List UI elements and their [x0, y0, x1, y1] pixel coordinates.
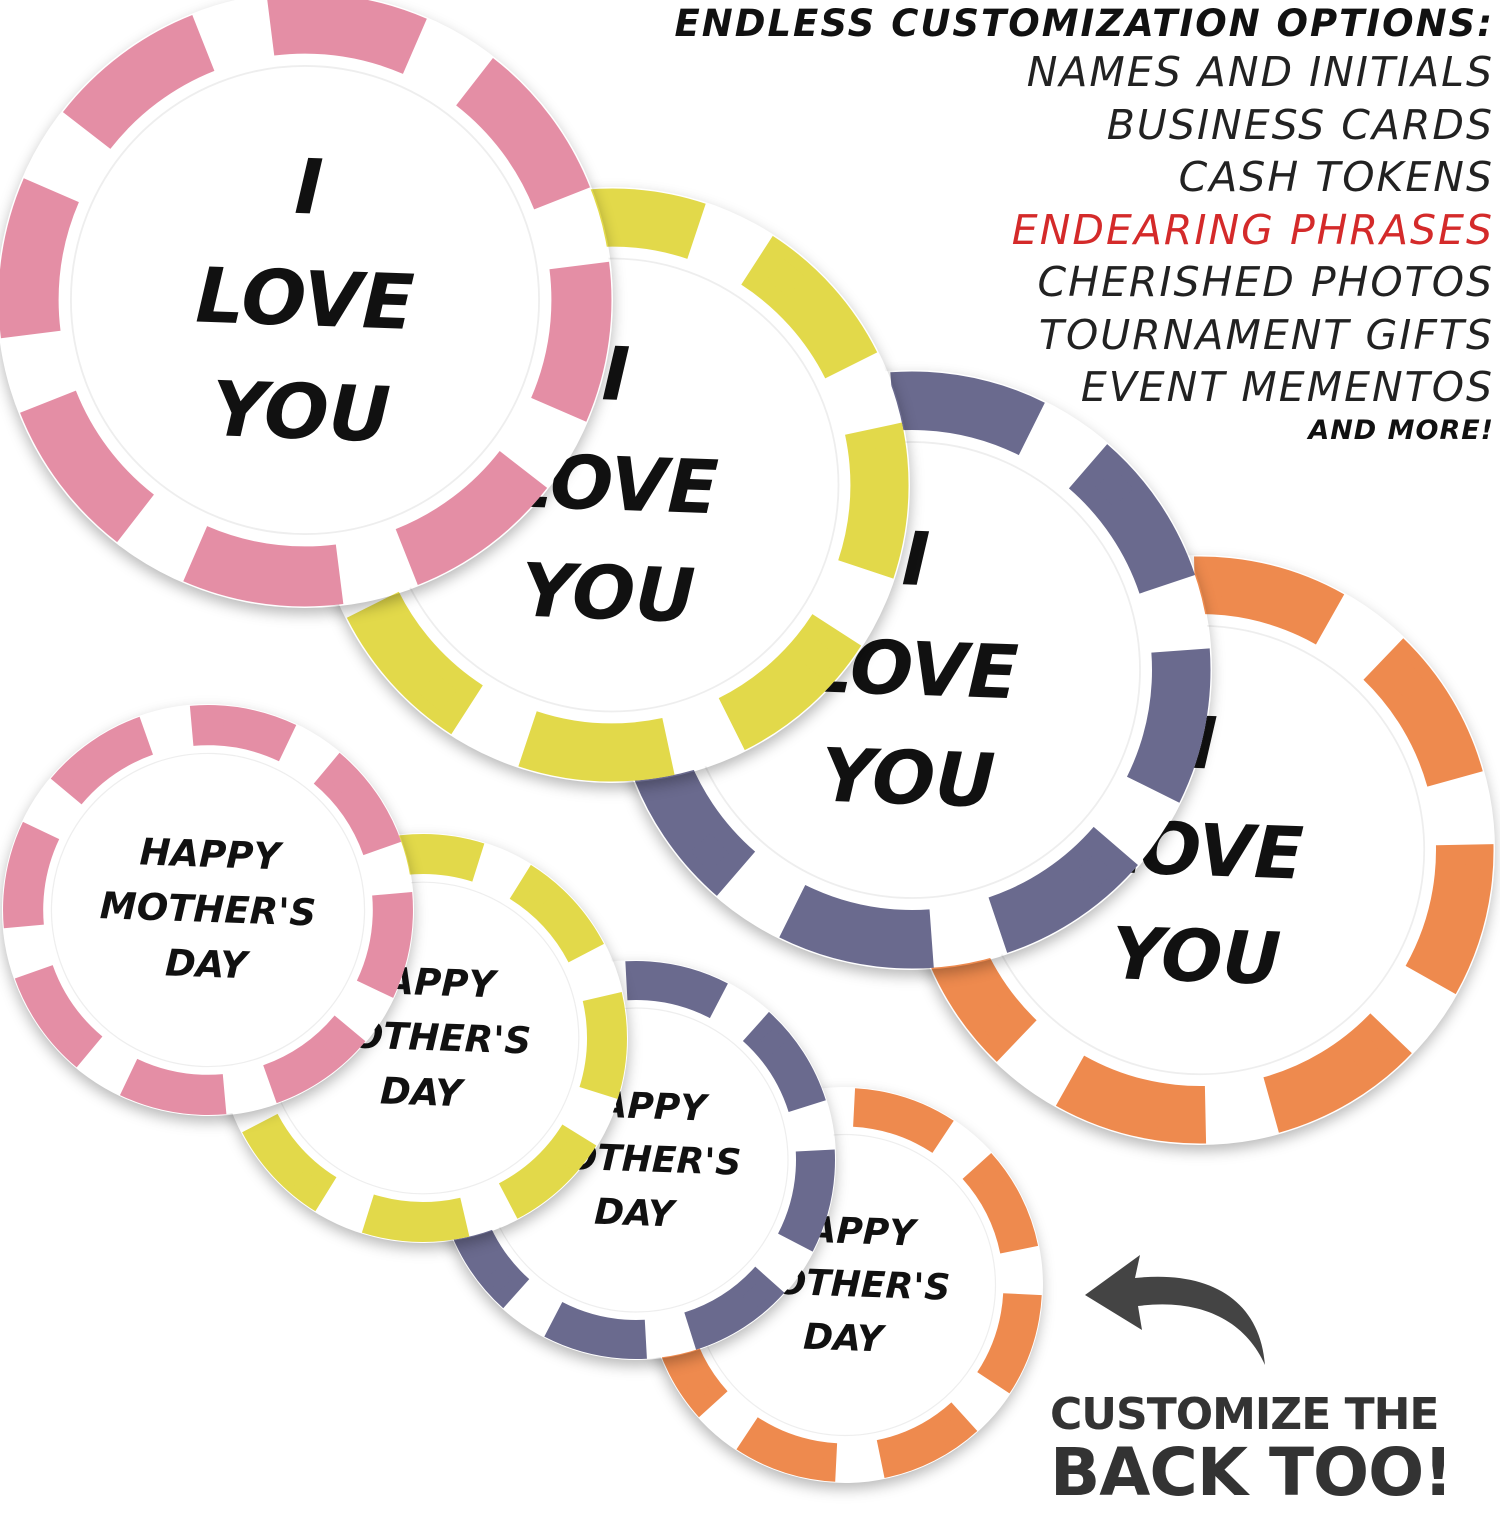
option-item: EVENT MEMENTOS [1080, 363, 1494, 411]
chip-message: I LOVE YOU [0, 121, 613, 480]
callout-line-2: BACK TOO! [1050, 1434, 1453, 1511]
chip-message-line: YOU [210, 364, 392, 460]
chip-ring [0, 0, 612, 607]
options-more: AND MORE! [1308, 414, 1494, 446]
options-list: NAMES AND INITIALS BUSINESS CARDS CASH T… [594, 46, 1494, 414]
option-item: CASH TOKENS [1178, 153, 1494, 201]
option-item: NAMES AND INITIALS [1026, 48, 1494, 96]
callout-line-1: CUSTOMIZE THE [1050, 1389, 1439, 1440]
poker-chip-love-pink: I LOVE YOU [0, 0, 613, 608]
option-item: BUSINESS CARDS [1106, 100, 1494, 149]
chip-message-line: LOVE [194, 250, 416, 348]
chip-ring [3, 705, 413, 1115]
chip-message-line: I [293, 141, 325, 232]
option-item-highlighted: ENDEARING PHRASES [1011, 205, 1494, 254]
option-item: CHERISHED PHOTOS [1037, 258, 1494, 306]
customize-back-callout: CUSTOMIZE THE BACK TOO! [1050, 1390, 1490, 1506]
curved-arrow-icon [1085, 1255, 1265, 1365]
customization-options: ENDLESS CUSTOMIZATION OPTIONS: NAMES AND… [594, 2, 1494, 448]
options-heading: ENDLESS CUSTOMIZATION OPTIONS: [674, 2, 1494, 45]
option-item: TOURNAMENT GIFTS [1038, 310, 1494, 359]
